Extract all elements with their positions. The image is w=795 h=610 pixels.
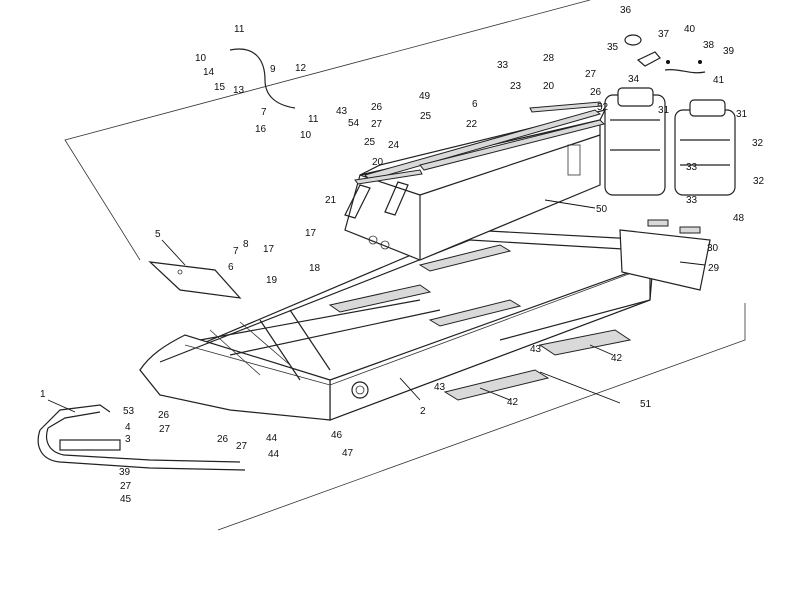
callout-11: 11 [234,24,245,35]
callout-4: 4 [125,422,131,433]
callout-27: 27 [236,441,248,452]
callout-49: 49 [419,91,431,102]
callout-26: 26 [590,87,602,98]
callout-33: 33 [497,60,509,71]
callout-20: 20 [372,157,384,168]
callout-19: 19 [266,275,278,286]
leader-lines [47,199,706,413]
callout-42: 42 [611,353,623,364]
callout-16: 16 [255,124,267,135]
callout-29: 29 [708,263,720,274]
callout-18: 18 [309,263,321,274]
callout-30: 30 [707,243,719,254]
callout-25: 25 [364,137,376,148]
hardware-top-right [624,34,706,74]
callout-44: 44 [268,449,280,460]
callout-45: 45 [120,494,132,505]
callout-53: 53 [123,406,135,417]
callout-2: 2 [420,406,426,417]
front-bumper [37,404,246,471]
callout-40: 40 [684,24,696,35]
callout-42: 42 [507,397,519,408]
callout-41: 41 [713,75,725,86]
callout-34: 34 [628,74,640,85]
callout-5: 5 [155,229,161,240]
callout-51: 51 [640,399,652,410]
callout-43: 43 [434,382,446,393]
step-plates [443,329,632,401]
callout-31: 31 [736,109,748,120]
callout-labels: 1234566778910101111121314151617171819202… [40,5,765,505]
callout-44: 44 [266,433,278,444]
callout-32: 32 [753,176,765,187]
callout-11: 11 [308,114,319,125]
callout-21: 21 [325,195,337,206]
callout-17: 17 [263,244,275,255]
callout-22: 22 [466,119,478,130]
callout-20: 20 [543,81,555,92]
callout-47: 47 [342,448,354,459]
callout-36: 36 [620,5,632,16]
callout-27: 27 [159,424,171,435]
callout-54: 54 [348,118,360,129]
callout-3: 3 [125,434,131,445]
callout-31: 31 [658,105,670,116]
lid-rails [354,101,605,185]
callout-13: 13 [233,85,245,96]
assembly-boundary [64,0,746,531]
callout-33: 33 [686,162,698,173]
callout-27: 27 [585,69,597,80]
callout-25: 25 [420,111,432,122]
callout-12: 12 [295,63,307,74]
rear-plate [619,219,711,291]
callout-23: 23 [510,81,522,92]
callout-48: 48 [733,213,745,224]
callout-10: 10 [300,130,312,141]
callout-24: 24 [388,140,400,151]
callout-27: 27 [120,481,132,492]
callout-17: 17 [305,228,317,239]
backrests [604,87,736,196]
callout-39: 39 [723,46,735,57]
callout-27: 27 [371,119,383,130]
callout-14: 14 [203,67,215,78]
callout-43: 43 [336,106,348,117]
tie-down-handles [344,181,409,219]
callout-38: 38 [703,40,715,51]
callout-6: 6 [472,99,478,110]
callout-39: 39 [119,467,131,478]
callout-43: 43 [530,344,542,355]
side-guard [148,261,242,299]
callout-50: 50 [596,204,608,215]
callout-26: 26 [158,410,170,421]
sled-tub [139,229,656,421]
callout-26: 26 [371,102,383,113]
callout-6: 6 [228,262,234,273]
callout-35: 35 [607,42,619,53]
callout-32: 32 [752,138,764,149]
callout-52: 52 [597,102,609,113]
callout-26: 26 [217,434,229,445]
cable [229,48,296,109]
callout-10: 10 [195,53,207,64]
callout-15: 15 [214,82,226,93]
callout-8: 8 [243,239,249,250]
callout-7: 7 [233,246,239,257]
callout-9: 9 [270,64,276,75]
callout-37: 37 [658,29,670,40]
callout-33: 33 [686,195,698,206]
callout-1: 1 [40,389,46,400]
callout-46: 46 [331,430,343,441]
callout-28: 28 [543,53,555,64]
callout-7: 7 [261,107,267,118]
